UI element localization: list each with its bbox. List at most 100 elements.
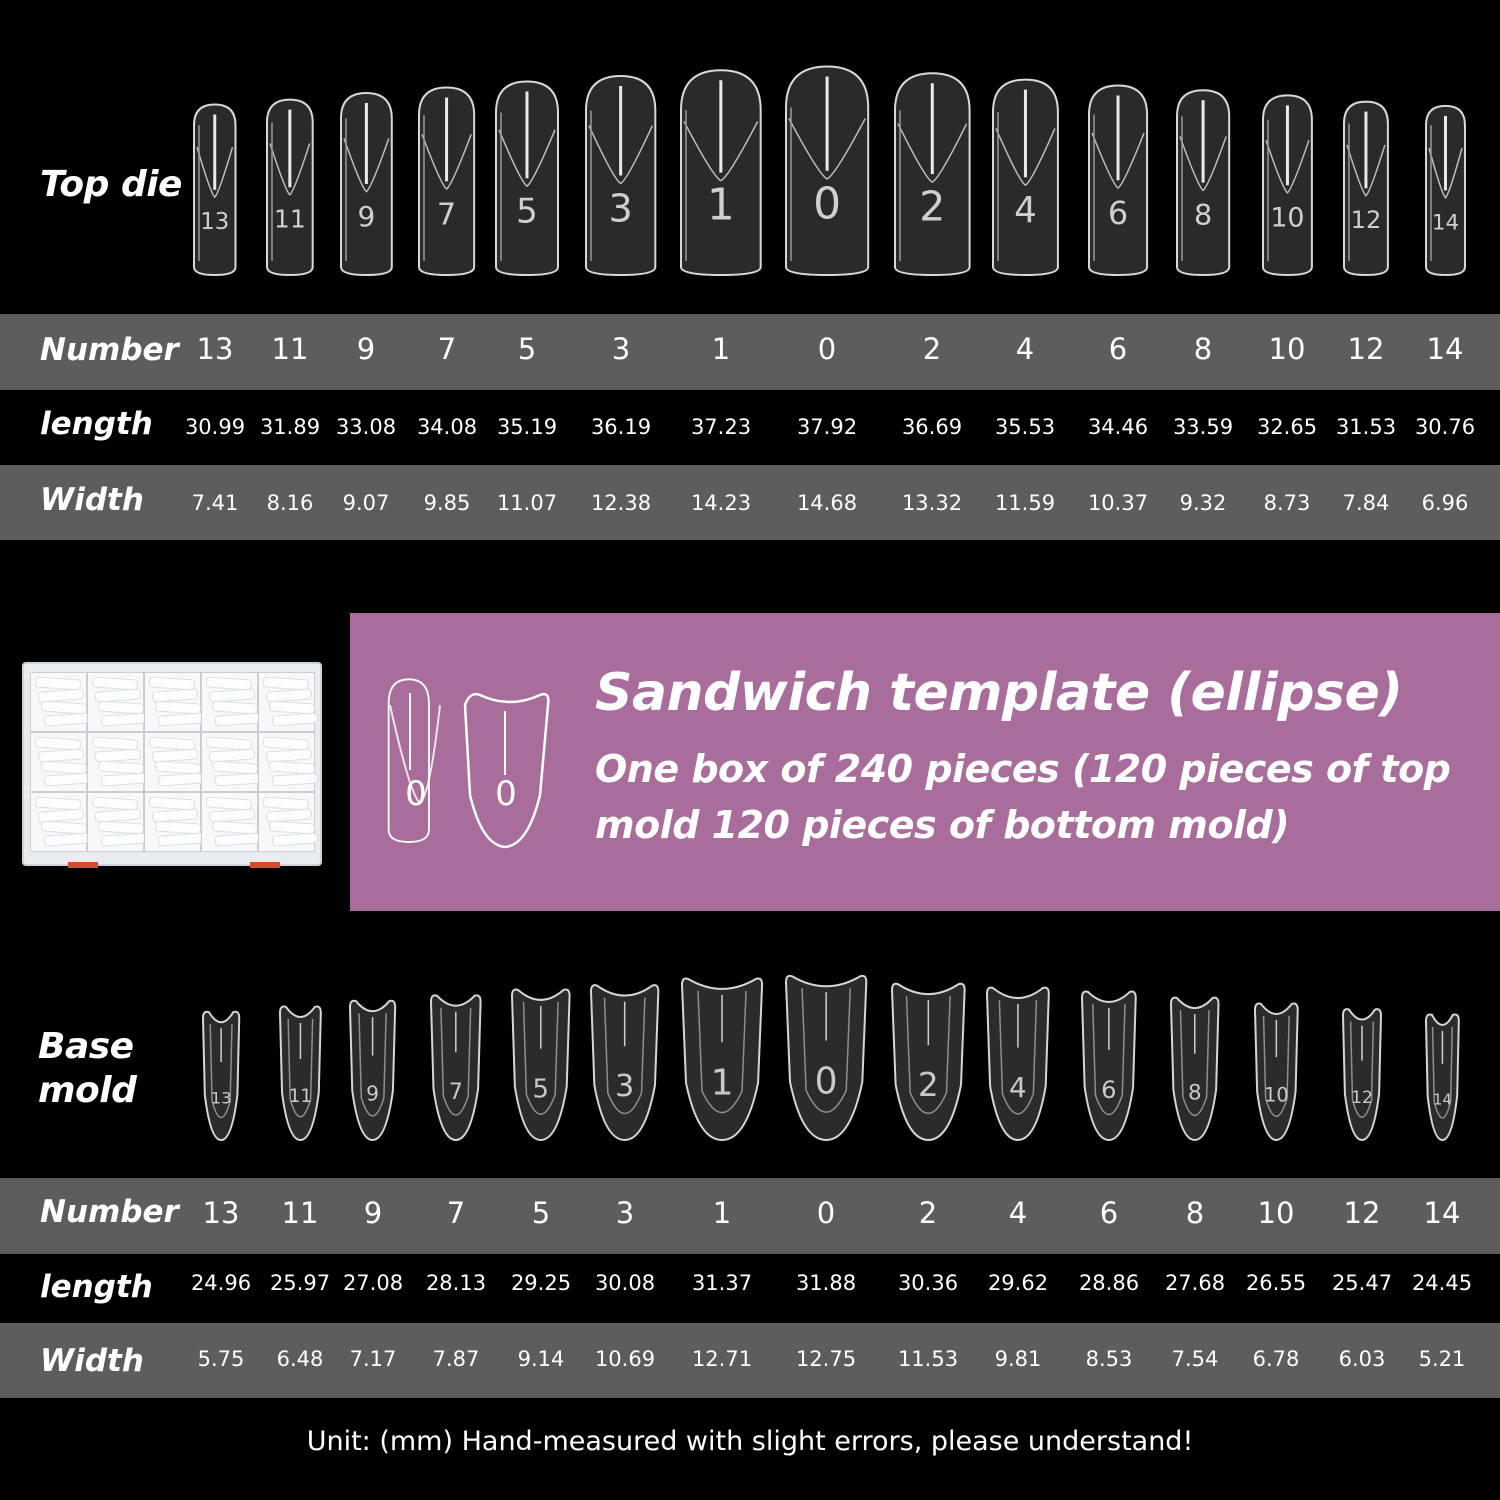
box-nail-tip [212, 701, 258, 714]
top-die-nail: 6 [1085, 60, 1151, 285]
base-width-cell: 5.75 [197, 1347, 245, 1371]
base-number-label: Number [40, 1194, 179, 1230]
base-mold-nail: 12 [1339, 965, 1385, 1145]
box-compartment [144, 732, 204, 792]
box-nail-tip [266, 809, 312, 822]
top-length-cell: 34.46 [1087, 415, 1149, 439]
base-width-cell: 5.21 [1418, 1347, 1466, 1371]
base-width-cell: 10.69 [594, 1347, 656, 1371]
base-width-cell: 6.78 [1252, 1347, 1300, 1371]
box-nail-tip [263, 677, 309, 690]
top-die-nail: 14 [1422, 60, 1469, 285]
box-nail-tip [215, 713, 261, 726]
base-length-cell: 29.25 [510, 1271, 572, 1295]
top-die-nail: 2 [891, 60, 974, 285]
base-mold-nail-number: 4 [1009, 1071, 1027, 1104]
top-die-nail: 1 [677, 60, 765, 285]
top-number-cell: 1 [711, 332, 731, 366]
top-die-label: Top die [40, 164, 182, 205]
box-nail-tip [155, 821, 201, 834]
box-nail-tip [38, 749, 84, 762]
base-length-cell: 28.13 [425, 1271, 487, 1295]
base-mold-nail-number: 6 [1101, 1076, 1116, 1104]
base-width-cell: 9.14 [517, 1347, 565, 1371]
top-length-label: length [40, 406, 153, 442]
base-width-cell: 12.75 [795, 1347, 857, 1371]
top-number-cell: 13 [196, 332, 234, 366]
base-length-cell: 24.45 [1411, 1271, 1473, 1295]
top-width-cell: 9.32 [1179, 491, 1227, 515]
base-mold-nail-number: 3 [615, 1069, 634, 1104]
box-nail-tip [38, 809, 84, 822]
box-nail-tip [35, 677, 81, 690]
top-die-nail: 11 [263, 60, 317, 285]
top-length-cell: 34.08 [416, 415, 478, 439]
top-width-cell: 9.85 [423, 491, 471, 515]
box-nail-tip [101, 773, 147, 786]
base-mold-nail: 14 [1422, 965, 1463, 1145]
box-nail-tip [152, 749, 198, 762]
top-width-cell: 14.23 [690, 491, 752, 515]
box-nail-tip [95, 689, 141, 702]
top-die-nail-number: 8 [1194, 198, 1212, 232]
top-die-nail: 3 [582, 60, 659, 285]
top-die-nail: 8 [1173, 60, 1233, 285]
box-nail-tip [35, 797, 81, 810]
top-die-nail: 7 [415, 60, 478, 285]
base-number-cell: 7 [446, 1196, 466, 1230]
base-number-cell: 3 [615, 1196, 635, 1230]
base-mold-label: Base mold [38, 1026, 137, 1111]
base-mold-nail-number: 12 [1351, 1088, 1373, 1108]
box-compartment [87, 732, 147, 792]
box-nail-tip [212, 761, 258, 774]
base-number-cell: 4 [1008, 1196, 1028, 1230]
base-mold-nail: 13 [199, 965, 243, 1145]
box-compartment [258, 732, 318, 792]
box-compartment [144, 792, 204, 852]
box-compartment [258, 792, 318, 852]
box-nail-tip [263, 737, 309, 750]
info-description: One box of 240 pieces (120 pieces of top… [595, 747, 1451, 847]
top-die-nail: 4 [989, 60, 1062, 285]
top-length-cell: 31.53 [1335, 415, 1397, 439]
top-die-nail-number: 14 [1431, 210, 1458, 235]
box-nail-tip [44, 773, 90, 786]
box-nail-tip [95, 749, 141, 762]
base-mold-nail-number: 7 [449, 1079, 463, 1105]
base-length-cell: 30.36 [897, 1271, 959, 1295]
top-length-cell: 33.08 [335, 415, 397, 439]
top-length-cell: 36.19 [590, 415, 652, 439]
top-length-cell: 35.19 [496, 415, 558, 439]
base-length-cell: 30.08 [594, 1271, 656, 1295]
top-width-cell: 13.32 [901, 491, 963, 515]
top-length-cell: 32.65 [1256, 415, 1318, 439]
box-nail-tip [101, 833, 147, 846]
box-nail-tip [155, 761, 201, 774]
top-width-cell: 10.37 [1087, 491, 1149, 515]
base-number-cell: 12 [1343, 1196, 1381, 1230]
box-compartment [258, 672, 318, 732]
unit-footnote: Unit: (mm) Hand-measured with slight err… [306, 1426, 1194, 1457]
top-die-nail: 10 [1259, 60, 1316, 285]
base-width-cell: 6.48 [276, 1347, 324, 1371]
top-die-nail-number: 6 [1108, 194, 1128, 232]
top-die-nail-number: 9 [357, 200, 375, 233]
base-mold-nail: 7 [427, 965, 485, 1145]
base-width-cell: 9.81 [994, 1347, 1042, 1371]
box-nail-tip [158, 773, 204, 786]
top-width-cell: 12.38 [590, 491, 652, 515]
top-die-nail-number: 3 [609, 186, 633, 230]
box-nail-tip [263, 797, 309, 810]
info-panel: 0 0 Sandwich template (ellipse) One box … [350, 613, 1500, 911]
top-die-nail-number: 10 [1270, 203, 1304, 234]
base-mold-nail: 10 [1251, 965, 1302, 1145]
box-nail-tip [41, 701, 87, 714]
base-mold-nail: 5 [508, 965, 574, 1145]
box-nail-tip [95, 809, 141, 822]
box-nail-tip [149, 797, 195, 810]
